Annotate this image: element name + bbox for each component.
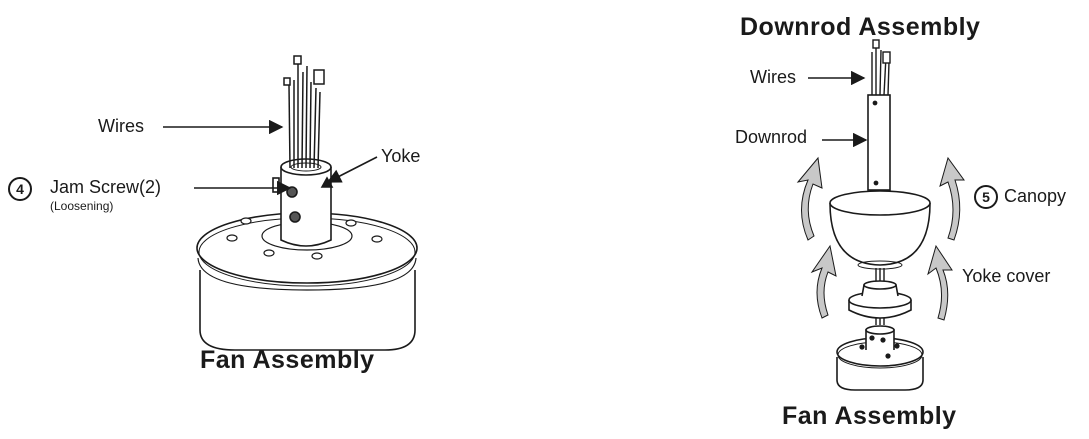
small-fan-housing (836, 325, 924, 391)
lift-arrow-cover-left (810, 244, 837, 319)
downrod-assembly-title: Downrod Assembly (740, 13, 981, 41)
canopy-label: Canopy (1004, 186, 1067, 206)
right-fan-assembly-title: Fan Assembly (782, 402, 957, 430)
step-5-badge: 5 (974, 185, 998, 209)
step-4-badge: 4 (8, 177, 32, 201)
lift-arrows (796, 156, 965, 321)
downrod-label: Downrod (735, 127, 808, 147)
yoke-cover-label: Yoke cover (962, 266, 1051, 286)
downrod (867, 94, 891, 191)
lift-arrow-cover-right (927, 244, 953, 321)
housing-screws (226, 217, 383, 260)
yoke (272, 158, 334, 247)
downrod-wires (871, 39, 891, 96)
jam-screw-note: (Loosening) (50, 199, 114, 213)
lift-arrow-canopy-left (796, 156, 823, 241)
jam-screw-label: Jam Screw(2) (50, 177, 162, 197)
canopy (829, 190, 931, 270)
left-fan-assembly-title: Fan Assembly (200, 346, 375, 374)
yoke-cover (848, 280, 912, 319)
lift-arrow-canopy-right (939, 156, 965, 241)
left-wires-label: Wires (98, 116, 144, 136)
fan-wires (283, 55, 325, 169)
yoke-label: Yoke (381, 146, 421, 166)
yoke-pointer-arrow (326, 156, 378, 183)
right-wires-label: Wires (750, 67, 796, 87)
